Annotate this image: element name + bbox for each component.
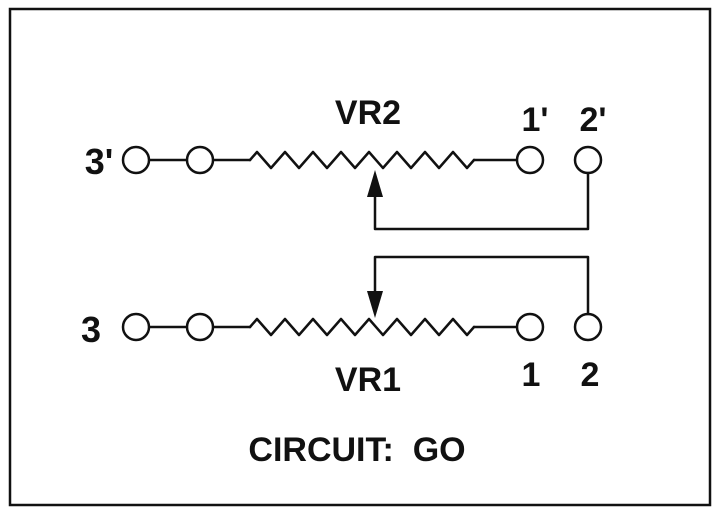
terminal-1-prime: [515, 145, 545, 175]
terminal-3: [121, 312, 151, 342]
terminal-vr2-inner-left: [185, 145, 215, 175]
label-pin-2: 2: [581, 356, 600, 394]
terminal-1: [515, 312, 545, 342]
label-pin-1-prime: 1': [522, 101, 549, 139]
label-vr1: VR1: [335, 361, 401, 399]
terminal-3-prime: [121, 145, 151, 175]
label-pin-3: 3: [81, 309, 101, 350]
vr2-potentiometer: [121, 145, 603, 231]
vr1-wiper-arrow: [367, 291, 383, 318]
vr2-wiper-wire: [373, 171, 590, 231]
label-pin-3-prime: 3': [85, 141, 114, 182]
terminal-2-prime: [573, 145, 603, 175]
vr2-resistor-zigzag: [248, 150, 476, 170]
vr1-wiper-wire: [373, 255, 590, 316]
circuit-caption: CIRCUIT: GO: [248, 431, 465, 469]
vr1-potentiometer: [121, 255, 603, 342]
label-vr2: VR2: [335, 94, 401, 132]
label-pin-1: 1: [522, 356, 541, 394]
label-pin-2-prime: 2': [580, 101, 607, 139]
vr2-wiper-arrow: [367, 170, 383, 197]
terminal-vr1-inner-left: [185, 312, 215, 342]
diagram-border: [8, 7, 712, 507]
terminal-2: [573, 312, 603, 342]
vr1-resistor-zigzag: [248, 317, 476, 337]
